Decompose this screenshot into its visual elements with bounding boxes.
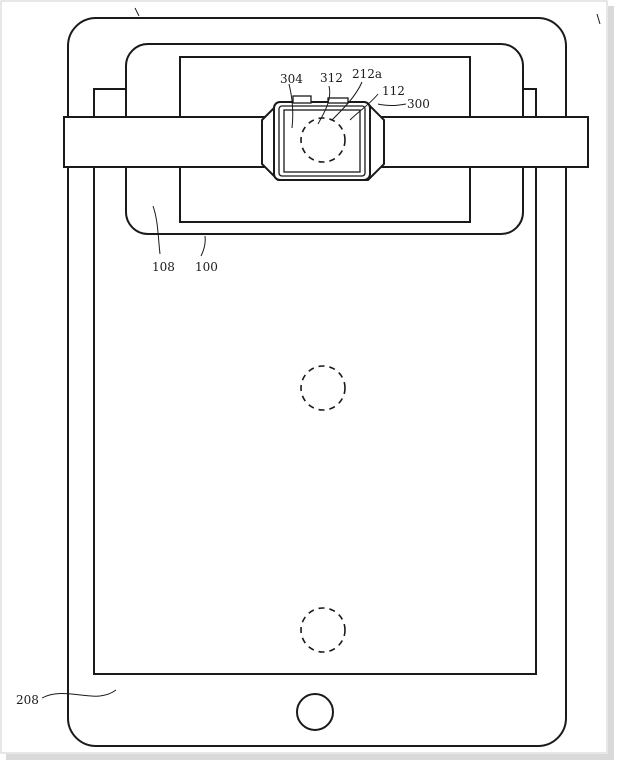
page-shadow-right [608,6,614,756]
leader-208 [41,689,117,699]
edge-tick [134,7,140,17]
page-shadow-bottom [6,754,614,760]
edge-tick [596,13,601,25]
leader-112 [349,93,379,121]
tablet-body [67,17,567,747]
label-dock-surface: 108 [152,260,175,274]
label-dock: 100 [195,260,218,274]
leader-108 [152,205,161,255]
watch-case [273,101,371,181]
label-coil-area: 312 [320,71,343,85]
label-alignment: 112 [382,84,405,98]
leader-100 [200,235,206,257]
leader-300 [377,103,407,106]
watch-crown [292,95,312,104]
charging-zone-middle-dashed-circle-icon [300,365,346,411]
label-tablet: 208 [16,693,39,707]
label-coil: 212a [352,67,382,81]
leader-212a [331,81,363,121]
watch-bezel [278,105,366,177]
watch-display [283,109,361,173]
leader-312 [317,85,331,125]
watch-button [327,97,349,104]
watch-coil-dashed-circle-icon [300,117,346,163]
charging-zone-lower-dashed-circle-icon [300,607,346,653]
label-watch: 300 [407,97,430,111]
home-button-circle-icon [296,693,334,731]
label-watch-display: 304 [280,72,303,86]
leader-304 [288,83,294,129]
